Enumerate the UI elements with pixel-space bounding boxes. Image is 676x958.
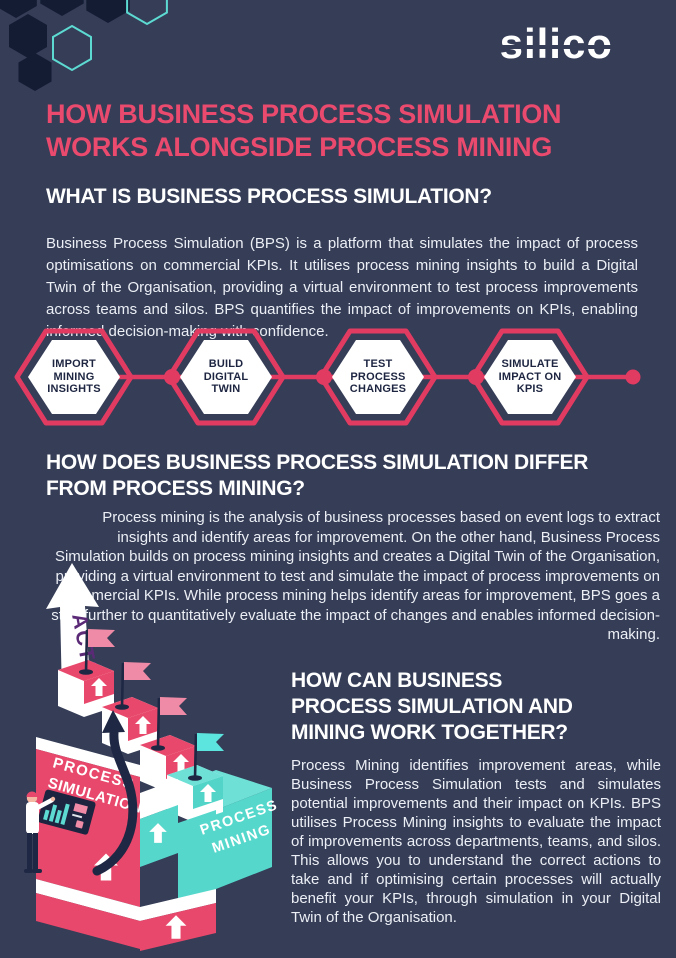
- hexagon-shape: [40, 0, 84, 16]
- up-arrow-icon: [149, 823, 167, 843]
- silico-logo: silico: [499, 20, 613, 67]
- flow-step-line: BUILD: [208, 358, 244, 371]
- up-arrow-icon: [165, 915, 187, 939]
- person-figure: [24, 791, 56, 873]
- panel-detail: [75, 820, 84, 829]
- up-arrow-icon: [173, 754, 189, 772]
- flow-hexagon-import: [14, 328, 134, 426]
- mining-face-filler: [178, 810, 216, 903]
- section-heading-what-is-bps: WHAT IS BUSINESS PROCESS SIMULATION?: [46, 185, 492, 208]
- hexagon-shape: [18, 53, 52, 91]
- process-flow-diagram: IMPORT MINING INSIGHTS BUILD DIGITAL TWI…: [0, 324, 676, 440]
- logo-slice-decoration: [488, 45, 616, 49]
- page-title: HOW BUSINESS PROCESS SIMULATION WORKS AL…: [46, 99, 562, 162]
- flow-step-line: KPIS: [516, 383, 544, 396]
- section-body-what-is-bps: Business Process Simulation (BPS) is a p…: [46, 235, 638, 340]
- flow-hexagon-simulate: [470, 328, 590, 426]
- up-arrow-icon: [135, 716, 151, 734]
- flow-step-line: TEST: [363, 358, 393, 371]
- hexagon-decoration-cluster: [0, 0, 168, 91]
- bar: [60, 803, 70, 825]
- flag-icon: [124, 662, 151, 680]
- flow-step-label-simulate: SIMULATE IMPACT ON KPIS: [482, 342, 578, 412]
- flow-connector-dot: [468, 369, 484, 385]
- section-body-together: Process Mining identifies improvement ar…: [291, 757, 661, 926]
- bar: [54, 809, 62, 824]
- flow-step-line: IMPACT ON: [498, 370, 562, 383]
- flag-icon: [88, 629, 115, 647]
- flow-step-line: SIMULATE: [501, 358, 559, 371]
- flow-step-line: PROCESS: [350, 370, 406, 383]
- hexagon-outline: [52, 24, 92, 72]
- flow-connector-dot: [316, 369, 332, 385]
- bar: [43, 809, 50, 821]
- flag-icon: [197, 733, 224, 751]
- flow-step-line: MINING: [53, 370, 95, 383]
- flow-step-label-import: IMPORT MINING INSIGHTS: [26, 342, 122, 412]
- flow-step-line: DIGITAL: [203, 370, 249, 383]
- hexagon-shape: [9, 14, 47, 58]
- flow-step-line: IMPORT: [52, 358, 96, 371]
- section-heading-differ: HOW DOES BUSINESS PROCESS SIMULATION DIF…: [46, 451, 589, 500]
- curved-arrow: [92, 710, 138, 876]
- panel-detail: [73, 803, 88, 815]
- flow-end-dot: [625, 369, 641, 385]
- flow-step-label-test: TEST PROCESS CHANGES: [330, 342, 426, 412]
- flow-hexagon-build: [166, 328, 286, 426]
- stair-bottom-front: [36, 879, 216, 951]
- hexagon-shape: [86, 0, 130, 23]
- process-flow-graphic: [14, 328, 641, 426]
- flow-step-line: INSIGHTS: [47, 383, 101, 396]
- flow-step-line: TWIN: [211, 383, 241, 396]
- flow-step-label-build: BUILD DIGITAL TWIN: [178, 342, 274, 412]
- bar: [48, 804, 58, 822]
- panel-detail: [71, 813, 83, 819]
- milestone-flags: [79, 629, 224, 781]
- up-arrow-icon: [200, 784, 216, 802]
- hexagon-shape: [0, 0, 37, 18]
- staircase-illustration: ACTION: [24, 563, 280, 951]
- hexagon-outline: [126, 0, 168, 26]
- section-heading-together: HOW CAN BUSINESS PROCESS SIMULATION AND …: [291, 669, 573, 744]
- stair-side-step-teal: [140, 779, 178, 867]
- flow-connector-dot: [164, 369, 180, 385]
- up-arrow-icon: [91, 678, 107, 696]
- flow-hexagon-test: [318, 328, 438, 426]
- flag-icon: [160, 697, 187, 715]
- flow-step-line: CHANGES: [349, 383, 407, 396]
- section-body-differ: Process mining is the analysis of busine…: [51, 509, 660, 643]
